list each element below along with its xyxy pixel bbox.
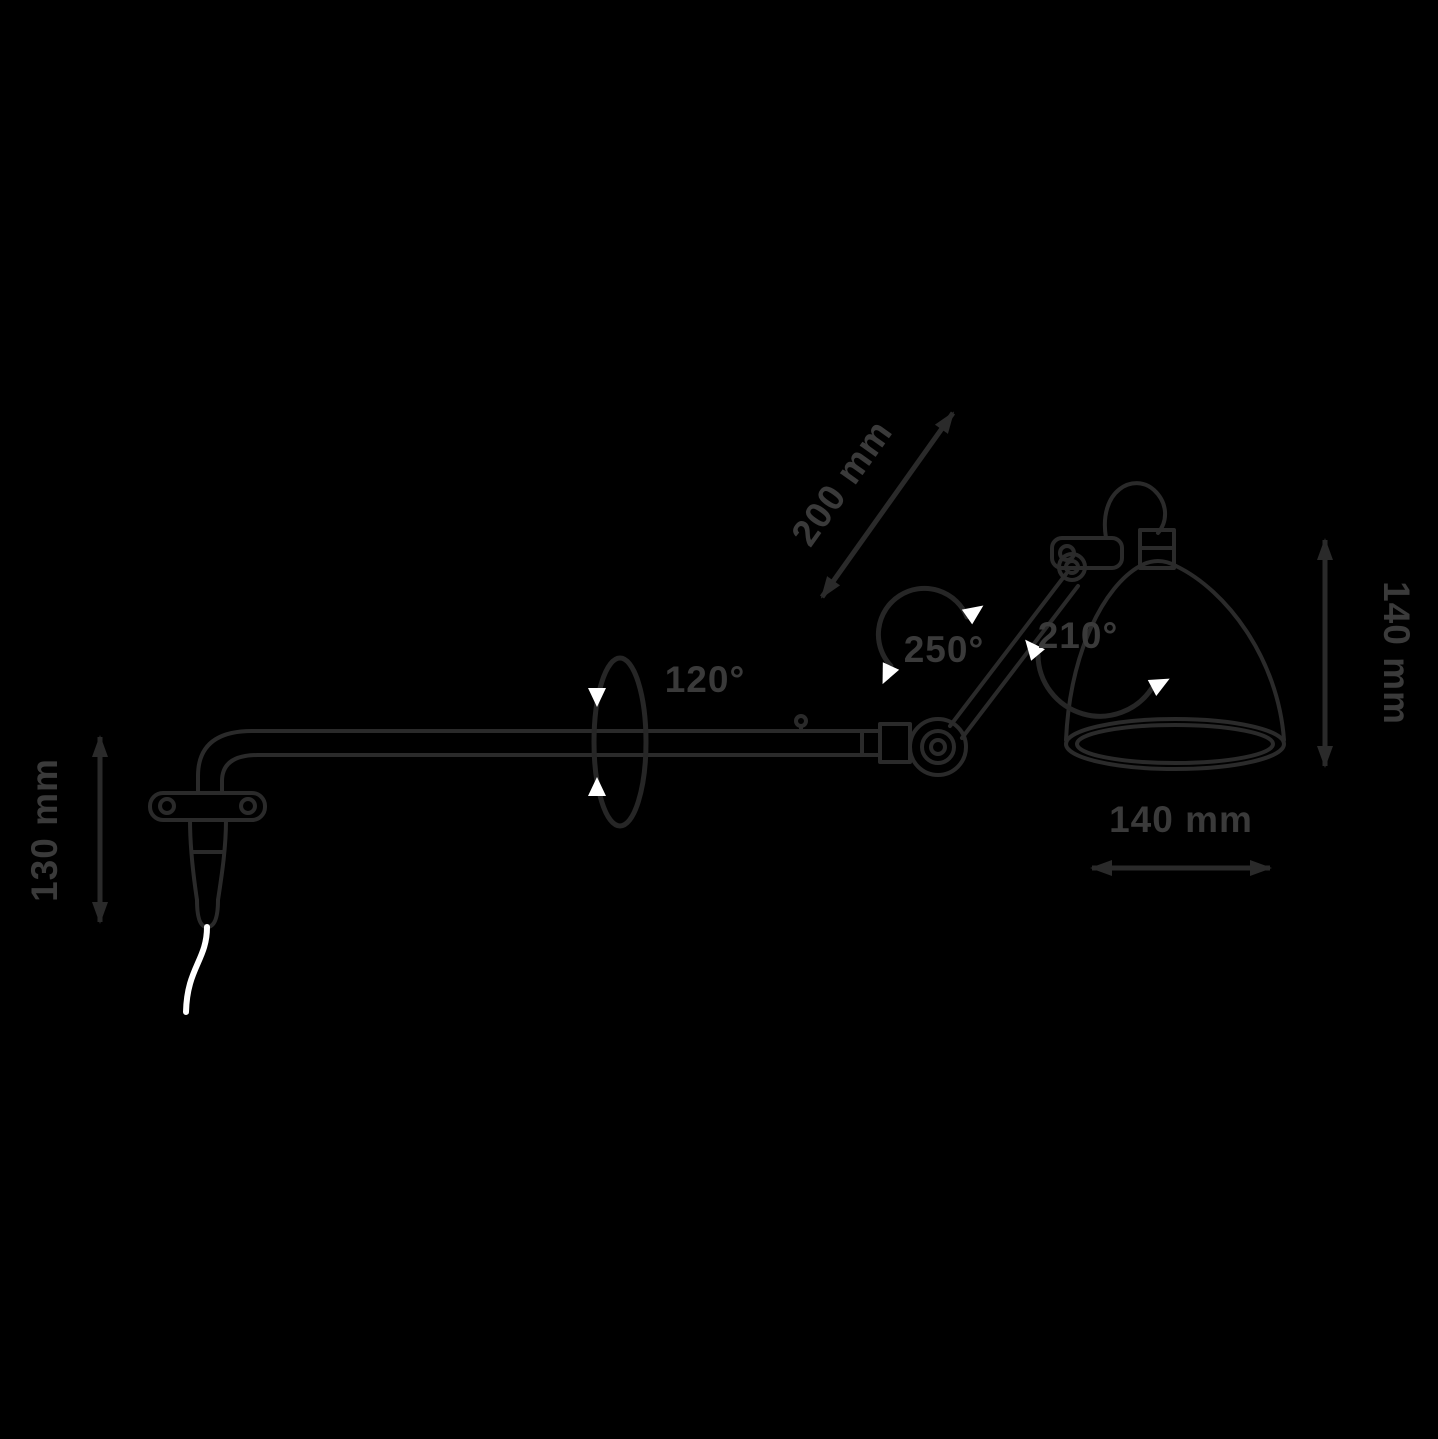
elbow-outer-ring	[908, 717, 968, 777]
shade-top-curve	[1138, 559, 1178, 568]
dimension-shade-diameter: 140 mm	[1090, 799, 1272, 876]
elbow-arrow-right-icon	[961, 605, 984, 625]
dimension-shade-height: 140 mm	[1317, 538, 1417, 768]
arm-outline-top	[196, 729, 882, 795]
upper-arm-outline-right	[960, 584, 1080, 740]
mount-stem-right	[216, 818, 228, 902]
arm-length-arrow	[819, 411, 956, 599]
mount-stem-left	[188, 818, 199, 902]
arm-outline-bottom	[220, 753, 882, 795]
tilt-arrow-left-icon	[1025, 639, 1045, 661]
head-assembly	[1050, 481, 1176, 582]
elbow-mid-ring	[920, 729, 956, 765]
shade-tilt-arc	[1035, 652, 1155, 719]
elbow-axle	[929, 738, 947, 756]
dimension-label-arm-length: 200 mm	[783, 412, 900, 553]
wall-mount	[148, 791, 267, 929]
rotation-label-250: 250°	[904, 629, 985, 670]
shade-rim-inner	[1075, 723, 1275, 765]
shade-rim-outer	[1064, 717, 1286, 771]
arm-clevis	[878, 722, 912, 764]
mount-plate	[148, 791, 267, 822]
upper-arm	[948, 572, 1080, 740]
dimension-mount-height: 130 mm	[24, 735, 108, 924]
elbow-joint	[908, 717, 968, 777]
head-hook	[1102, 481, 1167, 540]
head-bracket	[1050, 536, 1124, 570]
rotation-arm-swivel: 120°	[588, 655, 746, 829]
elbow-arrow-left-icon	[882, 662, 900, 685]
power-cable	[183, 924, 210, 1015]
mount-stem-cap	[195, 898, 220, 929]
dimension-label-shade-diameter: 140 mm	[1109, 799, 1253, 840]
mount-screw-hole-left	[158, 797, 176, 815]
rotation-shade-tilt: 210°	[1025, 615, 1170, 719]
head-bracket-screw	[1058, 544, 1076, 562]
rotation-label-210: 210°	[1038, 615, 1119, 656]
mount-screw-hole-right	[239, 797, 257, 815]
tilt-arrow-right-icon	[1147, 678, 1170, 696]
lamp-arm	[196, 714, 912, 795]
dimension-arm-length: 200 mm	[783, 411, 956, 599]
rotation-elbow: 250°	[875, 585, 985, 685]
rotation-label-120: 120°	[665, 659, 746, 700]
shade-profile-right	[1174, 564, 1286, 742]
swivel-arrow-up-icon	[588, 777, 606, 796]
dimension-label-mount-height: 130 mm	[24, 758, 65, 902]
swivel-arrow-down-icon	[588, 688, 606, 707]
upper-arm-outline-left	[948, 572, 1068, 728]
lamp-shade	[1064, 559, 1286, 771]
swivel-ellipse	[591, 655, 649, 829]
dimension-label-shade-height: 140 mm	[1376, 581, 1417, 725]
